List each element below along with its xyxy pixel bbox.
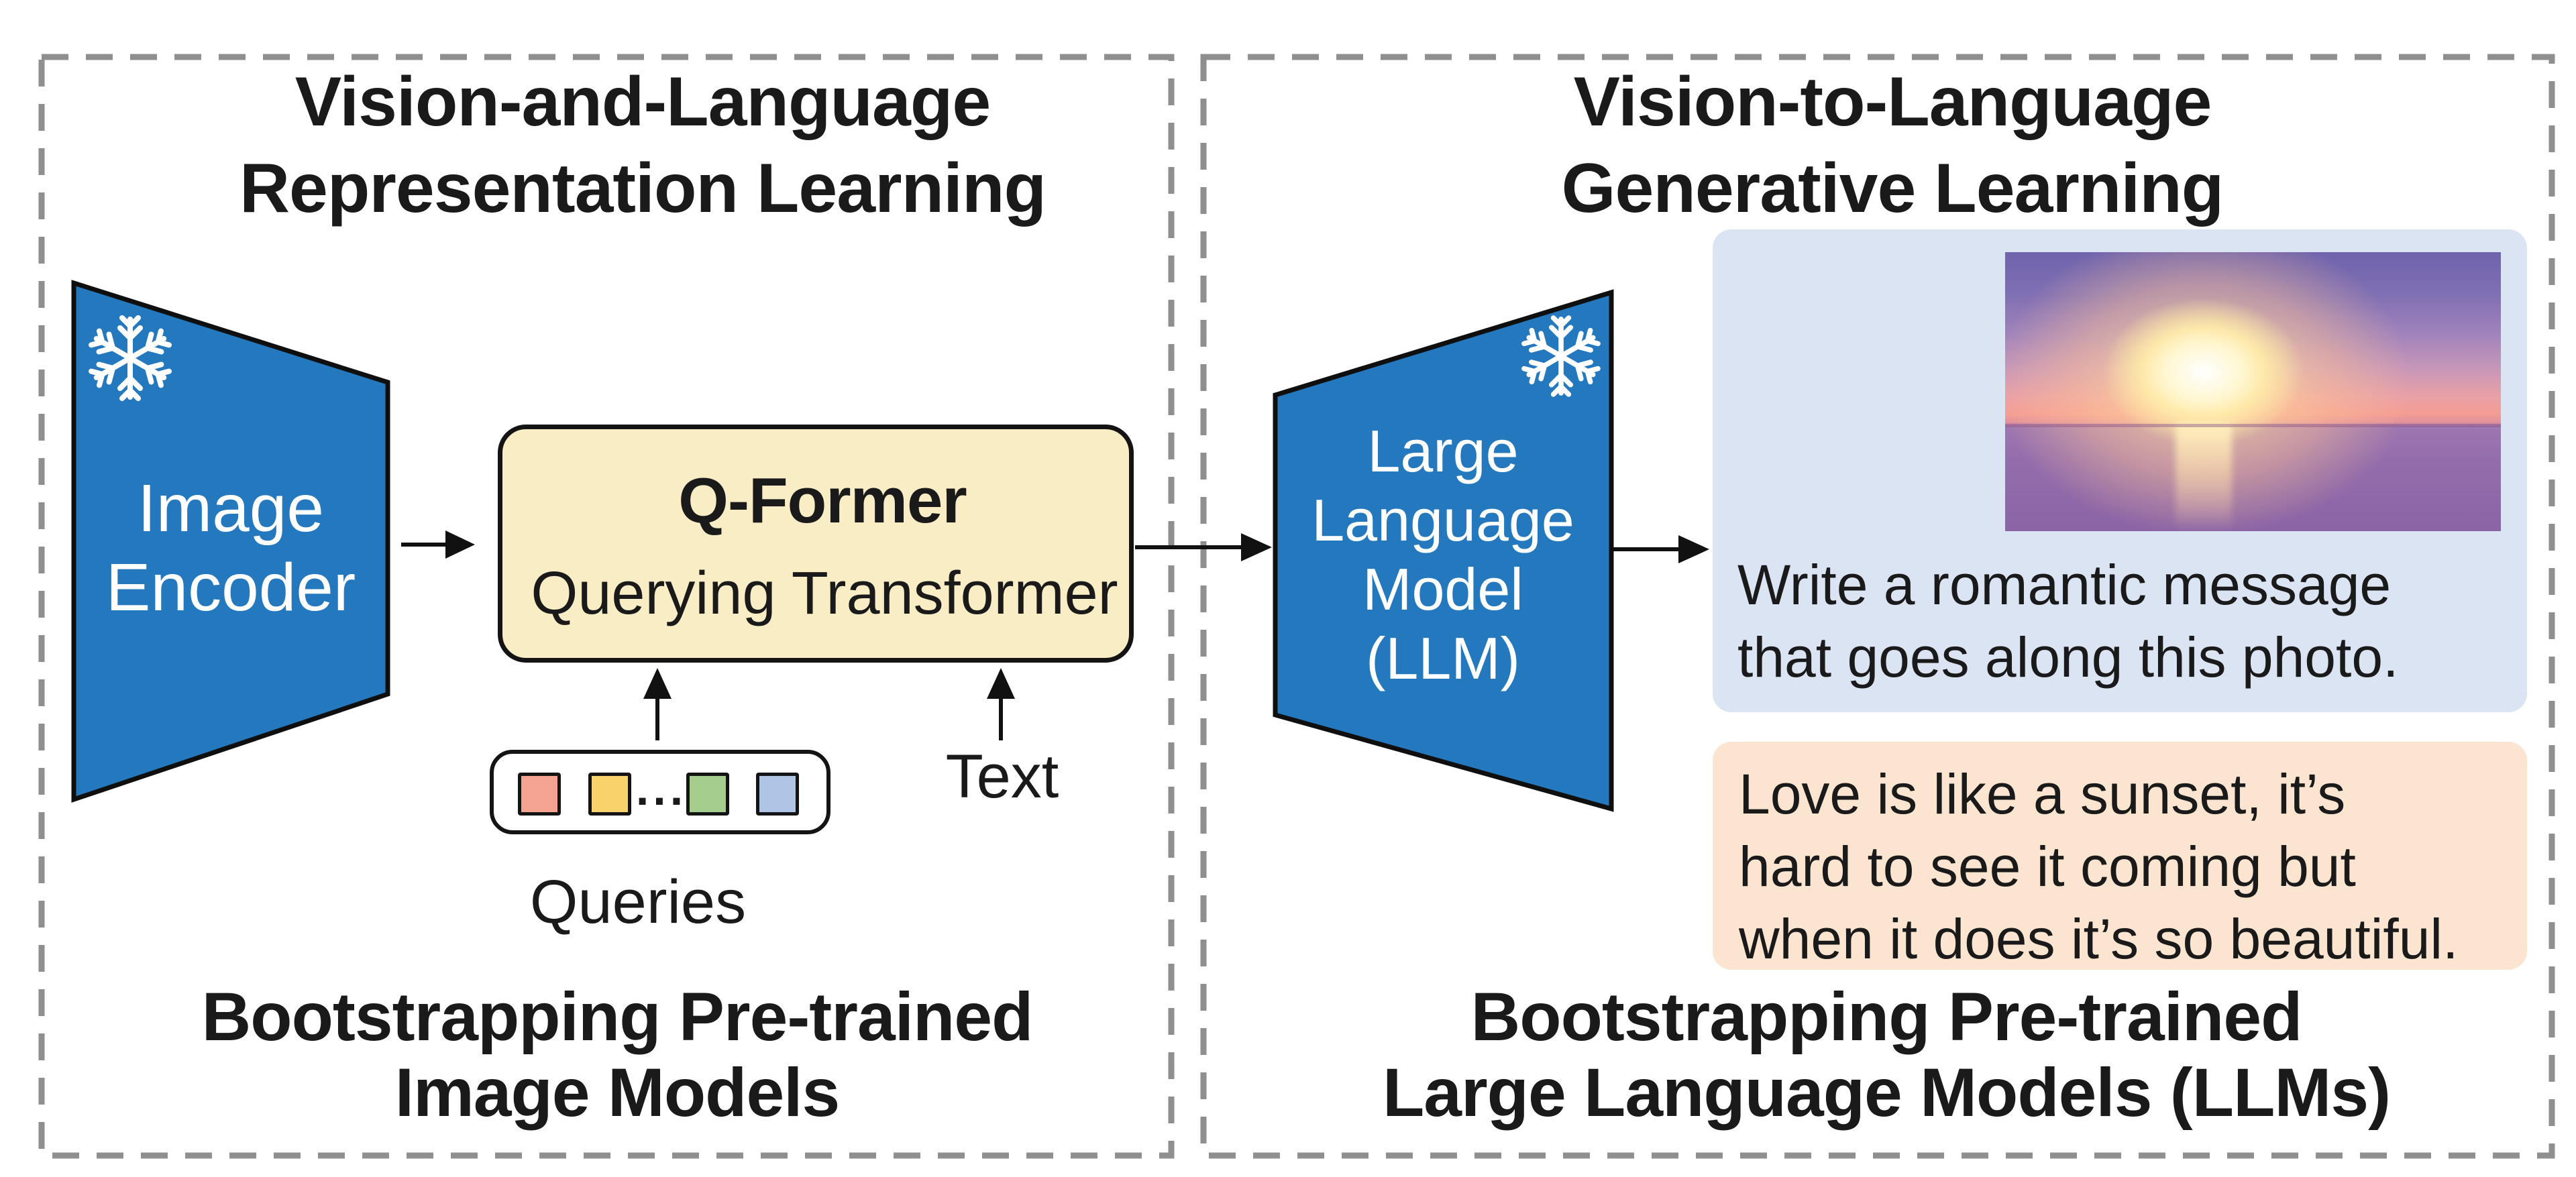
arrow-llm-to-output <box>1613 535 1709 563</box>
arrow-queries-to-qformer <box>643 668 672 740</box>
right-panel-caption-line2: Large Language Models (LLMs) <box>1382 1054 2391 1131</box>
arrow-qformer-to-llm <box>1135 533 1272 561</box>
qformer-subtitle: Querying Transformer <box>531 560 1118 627</box>
image-encoder-label: Image Encoder <box>74 283 388 799</box>
arrow-text-to-qformer <box>987 668 1015 740</box>
right-panel-title-line1: Vision-to-Language <box>1573 63 2212 141</box>
response-text-line1: Love is like a sunset, it’s <box>1739 763 2346 826</box>
prompt-bubble: Write a romantic message that goes along… <box>1713 229 2527 712</box>
right-panel-caption-line1: Bootstrapping Pre-trained <box>1470 978 2303 1055</box>
image-encoder-label-line1: Image <box>138 471 324 546</box>
image-encoder-shape <box>71 280 390 803</box>
qformer-title: Q-Former <box>678 465 967 537</box>
llm-label-line4: (LLM) <box>1366 625 1520 691</box>
text-input-label: Text <box>945 742 1059 811</box>
left-panel-border <box>38 54 1175 1159</box>
qformer-box: Q-Former Querying Transformer <box>498 425 1134 663</box>
sun-reflection <box>2175 422 2232 531</box>
prompt-text-line2: that goes along this photo. <box>1737 626 2399 689</box>
llm-label-line3: Model <box>1362 556 1523 622</box>
query-token-green <box>686 773 729 816</box>
query-token-yellow <box>588 773 631 816</box>
left-panel-title-line1: Vision-and-Language <box>294 63 991 141</box>
prompt-text-line1: Write a romantic message <box>1737 553 2392 616</box>
query-token-blue <box>756 773 799 816</box>
response-bubble: Love is like a sunset, it’s hard to see … <box>1713 742 2527 970</box>
image-encoder-label-line2: Encoder <box>105 550 356 625</box>
left-panel-caption-line2: Image Models <box>394 1054 841 1131</box>
llm-label: Large Language Model (LLM) <box>1275 292 1611 809</box>
llm-label-line2: Language <box>1311 487 1574 553</box>
queries-label: Queries <box>529 868 747 936</box>
arrow-encoder-to-qformer <box>401 530 475 559</box>
query-token-salmon <box>518 773 561 816</box>
response-text-line3: when it does it’s so beautiful. <box>1739 907 2459 970</box>
response-text-line2: hard to see it coming but <box>1739 835 2356 898</box>
sunset-photo <box>2005 252 2501 531</box>
left-panel-title-line2: Representation Learning <box>239 150 1046 227</box>
right-panel-title-line2: Generative Learning <box>1561 150 2224 227</box>
queries-box: ... <box>490 750 830 834</box>
llm-label-line1: Large <box>1367 418 1519 484</box>
llm-shape <box>1273 289 1614 812</box>
left-panel-caption-line1: Bootstrapping Pre-trained <box>201 978 1034 1055</box>
queries-ellipsis: ... <box>635 763 688 815</box>
horizon-line <box>2005 424 2501 428</box>
right-panel-border <box>1200 54 2555 1159</box>
